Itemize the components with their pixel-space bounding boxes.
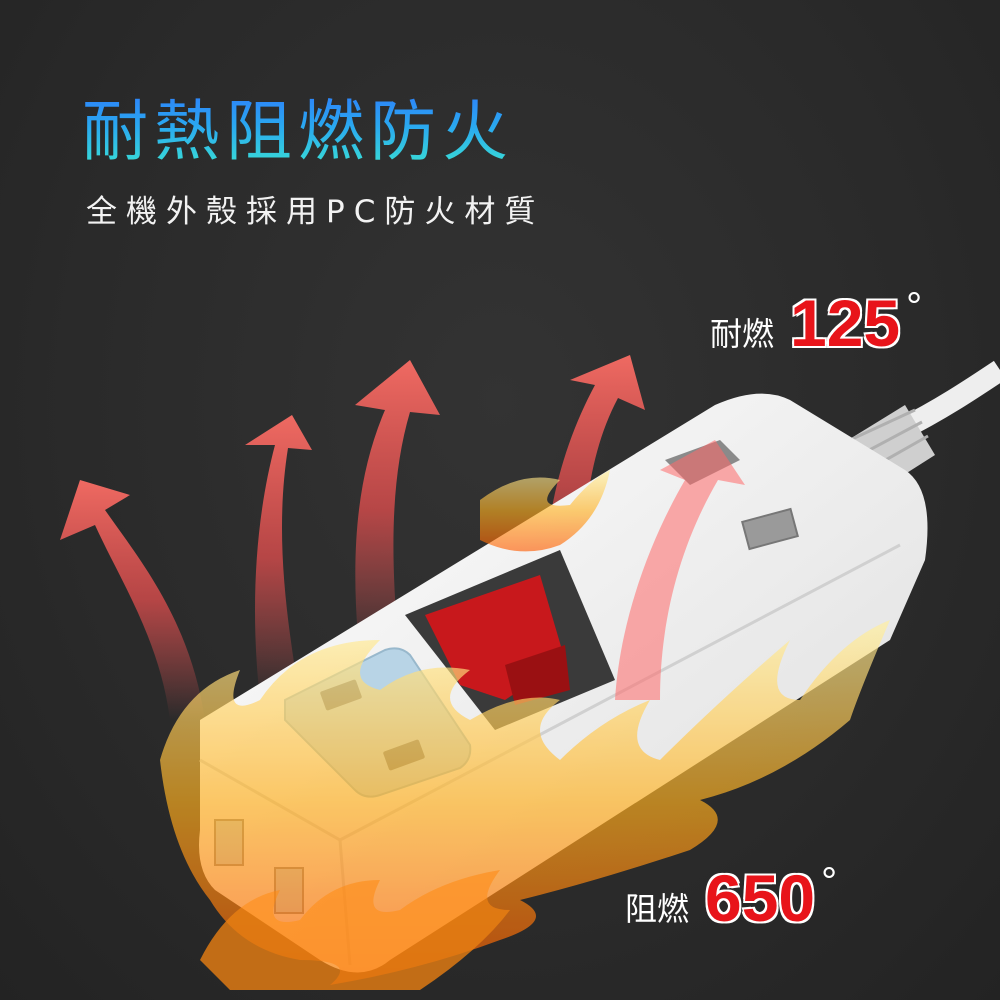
flame-icon bbox=[480, 470, 610, 552]
heat-resistance-caption: 耐燃 bbox=[710, 315, 775, 353]
headline: 耐熱阻燃防火 bbox=[82, 78, 514, 174]
degree-symbol: ° bbox=[821, 860, 838, 904]
flame-icon bbox=[200, 870, 510, 990]
subheadline: 全機外殼採用PC防火材質 bbox=[86, 194, 545, 230]
flame-retardant-caption: 阻燃 bbox=[625, 890, 690, 928]
heat-arrow-icon bbox=[60, 480, 205, 720]
heat-resistance-value: 125 bbox=[789, 285, 901, 361]
flame-retardant-value: 650 bbox=[704, 860, 816, 936]
heat-arrow-icon bbox=[355, 360, 440, 660]
usb-port bbox=[741, 507, 799, 551]
flame-retardant-label: 阻燃 650 ° bbox=[625, 860, 837, 936]
heat-resistance-label: 耐燃 125 ° bbox=[710, 285, 922, 361]
flames bbox=[160, 470, 890, 990]
heat-arrow-icon bbox=[615, 440, 745, 700]
heat-arrow-icon bbox=[245, 415, 312, 700]
power-cord bbox=[895, 360, 1000, 440]
degree-symbol: ° bbox=[906, 285, 923, 329]
